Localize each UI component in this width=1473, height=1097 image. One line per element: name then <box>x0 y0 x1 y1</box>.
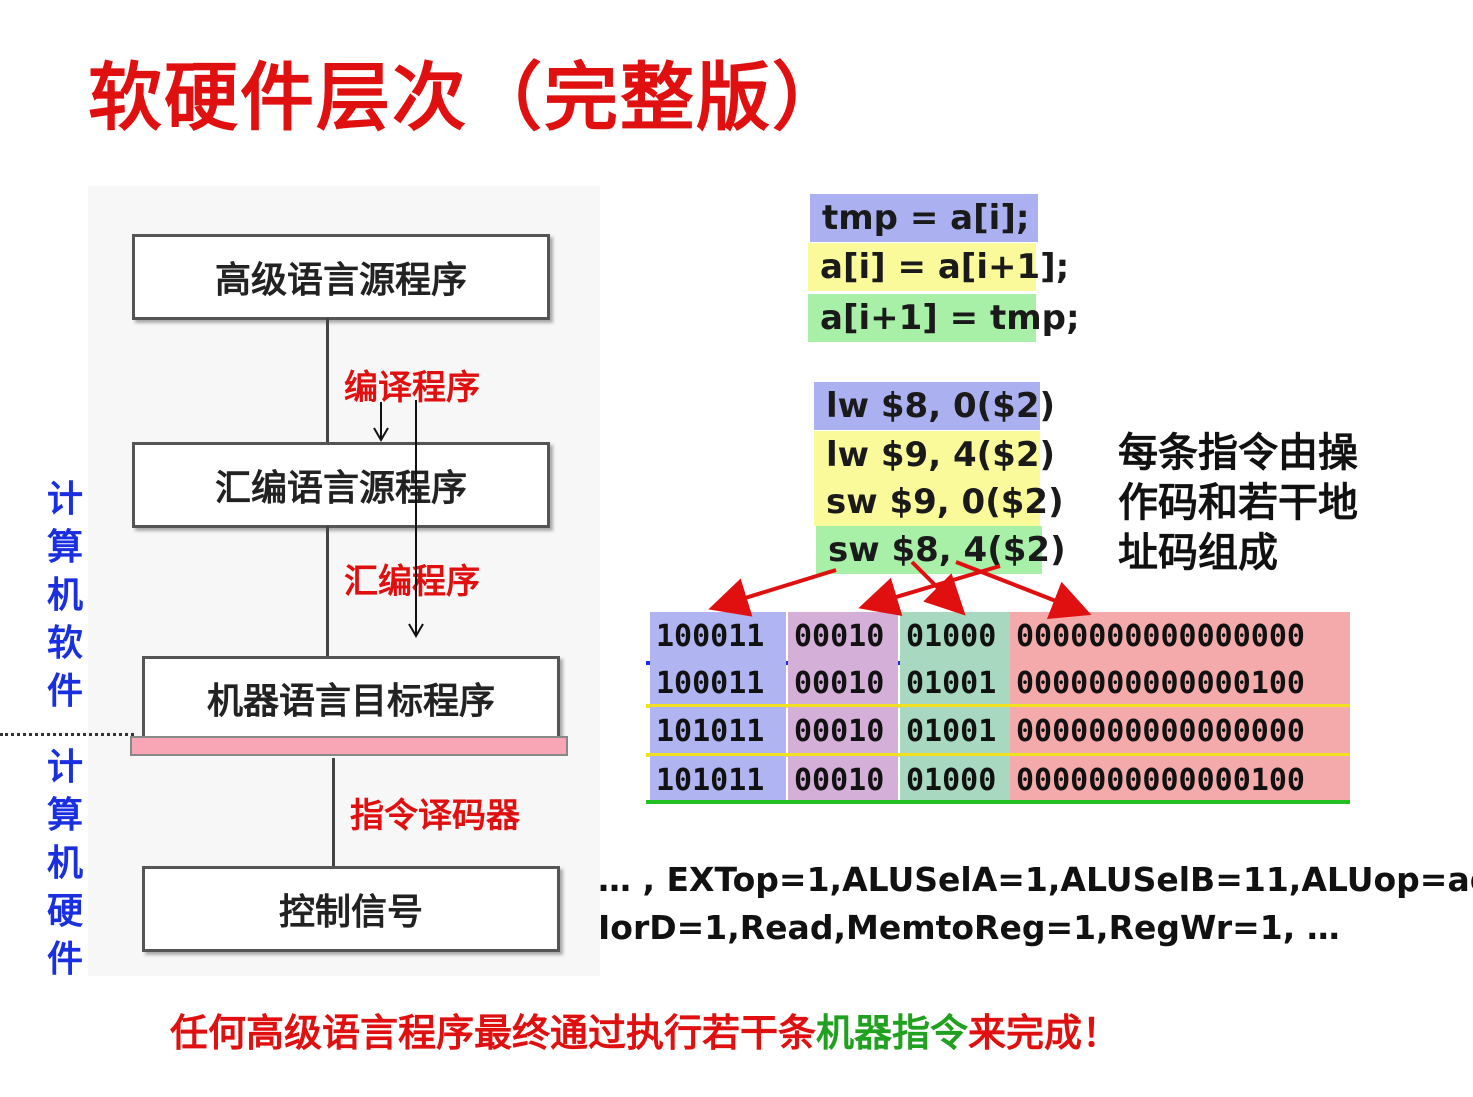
hardware-sidebar: 计 算 机 硬 件 <box>42 744 88 984</box>
arrow-head-icon <box>373 427 389 442</box>
asm-code-line: lw $9, 4($2) <box>814 431 1055 479</box>
sidebar-char: 硬 <box>46 891 83 932</box>
row-separator <box>646 704 1350 708</box>
opcode-field: 101011 <box>650 707 786 755</box>
asm-code-line: sw $9, 0($2) <box>814 478 1064 526</box>
rs-field: 00010 <box>788 612 898 660</box>
hll-code-line: a[i] = a[i+1]; <box>808 243 1069 291</box>
machine-label: 机器语言目标程序 <box>206 681 495 722</box>
decoder-label: 指令译码器 <box>350 796 520 836</box>
rs-field: 00010 <box>788 707 898 755</box>
compiler-label: 编译程序 <box>344 368 480 408</box>
sidebar-char: 计 <box>46 747 83 788</box>
hll-code-line: tmp = a[i]; <box>810 194 1038 242</box>
instruction-format-note: 每条指令由操 作码和若干地 址码组成 <box>1118 428 1358 578</box>
immediate-field: 0000000000000000 <box>1010 707 1350 755</box>
note-line: 址码组成 <box>1118 530 1278 576</box>
rs-field: 00010 <box>788 756 898 804</box>
conclusion-part: 任何高级语言程序最终通过执行若干条 <box>170 1011 817 1055</box>
row-separator <box>646 753 1350 757</box>
control-label: 控制信号 <box>278 892 423 933</box>
asm-code-line: sw $8, 4($2) <box>816 526 1066 574</box>
machine-code-row: 100011 00010 01001 0000000000000100 <box>650 659 1350 707</box>
asm-label: 汇编语言源程序 <box>214 468 467 509</box>
conclusion-part: 来完成！ <box>968 1011 1121 1055</box>
sidebar-char: 算 <box>46 527 83 568</box>
connector-line <box>332 758 335 866</box>
rt-field: 01000 <box>900 612 1010 660</box>
sidebar-char: 软 <box>46 623 83 664</box>
hll-label: 高级语言源程序 <box>214 260 467 301</box>
asm-box: 汇编语言源程序 <box>132 442 550 528</box>
page-title: 软硬件层次（完整版） <box>88 55 848 141</box>
rs-field: 00010 <box>788 659 898 707</box>
hll-box: 高级语言源程序 <box>132 234 550 320</box>
machine-box: 机器语言目标程序 <box>142 656 560 740</box>
connector-line <box>326 526 329 656</box>
machine-code-row: 101011 00010 01001 0000000000000000 <box>650 707 1350 755</box>
signal-line: … , EXTop=1,ALUSelA=1,ALUSelB=11,ALUop=a… <box>598 860 1473 899</box>
sidebar-char: 件 <box>46 671 83 712</box>
conclusion-text: 任何高级语言程序最终通过执行若干条机器指令来完成！ <box>170 1002 1120 1057</box>
connector-line <box>326 318 329 442</box>
machine-code-row: 100011 00010 01000 0000000000000000 <box>650 612 1350 660</box>
note-line: 每条指令由操 <box>1118 430 1358 476</box>
arrow-head-icon <box>408 623 424 638</box>
rt-field: 01001 <box>900 659 1010 707</box>
opcode-field: 100011 <box>650 612 786 660</box>
arrow-to-immediate <box>955 560 1092 619</box>
rt-field: 01001 <box>900 707 1010 755</box>
immediate-field: 0000000000000100 <box>1010 659 1350 707</box>
opcode-field: 101011 <box>650 756 786 804</box>
opcode-field: 100011 <box>650 659 786 707</box>
sidebar-char: 机 <box>46 575 83 616</box>
sidebar-char: 计 <box>46 479 83 520</box>
signal-line: IorD=1,Read,MemtoReg=1,RegWr=1, … <box>598 908 1340 947</box>
boundary-dotted-line <box>0 733 134 736</box>
arrow-to-rt <box>910 560 966 616</box>
machine-code-row: 101011 00010 01000 0000000000000100 <box>650 756 1350 804</box>
assembler-label: 汇编程序 <box>344 562 480 602</box>
control-box: 控制信号 <box>142 866 560 952</box>
row-separator <box>646 800 1350 804</box>
asm-code-line: lw $8, 0($2) <box>814 382 1055 430</box>
sidebar-char: 机 <box>46 843 83 884</box>
arrow-to-opcode <box>708 568 837 617</box>
rt-field: 01000 <box>900 756 1010 804</box>
immediate-field: 0000000000000100 <box>1010 756 1350 804</box>
sidebar-char: 件 <box>46 939 83 980</box>
control-signals: … , EXTop=1,ALUSelA=1,ALUSelB=11,ALUop=a… <box>598 856 1473 952</box>
conclusion-highlight: 机器指令 <box>816 1011 969 1055</box>
software-sidebar: 计 算 机 软 件 <box>42 476 88 716</box>
immediate-field: 0000000000000000 <box>1010 612 1350 660</box>
hw-sw-interface-bar <box>130 736 568 756</box>
note-line: 作码和若干地 <box>1118 480 1358 526</box>
sidebar-char: 算 <box>46 795 83 836</box>
